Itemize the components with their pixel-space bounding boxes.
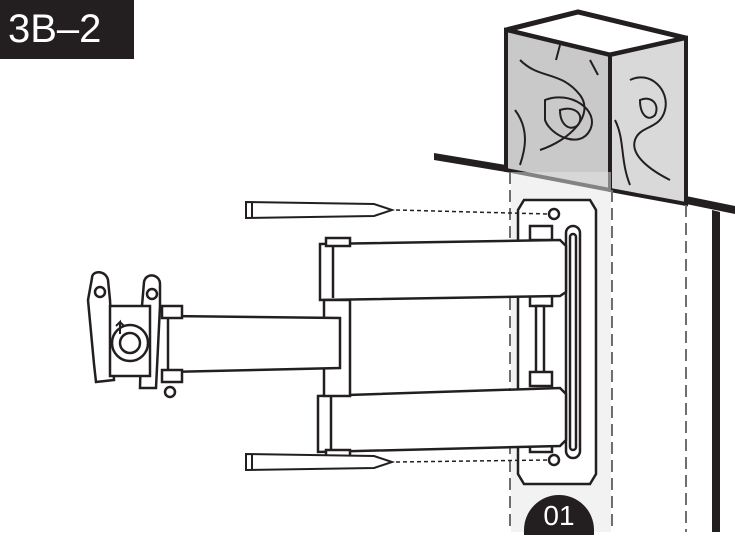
wall-outline (434, 153, 506, 172)
lag-bolt-icon (245, 200, 396, 220)
lower-arm (316, 386, 568, 460)
stud-projection-lines (509, 172, 687, 532)
wall-top-edge (686, 196, 735, 214)
upper-arm (318, 236, 568, 302)
lag-bolt-icon (245, 452, 396, 472)
tilt-bracket (86, 271, 184, 399)
wood-grain-texture (514, 44, 671, 186)
part-number-callout: 01 (524, 495, 594, 535)
bolt-guide-lines (395, 209, 549, 463)
wall-side-edge (712, 210, 720, 532)
step-badge: 3B–2 (0, 0, 134, 59)
inner-arm (166, 298, 352, 398)
up-arrow-icon (115, 319, 125, 334)
